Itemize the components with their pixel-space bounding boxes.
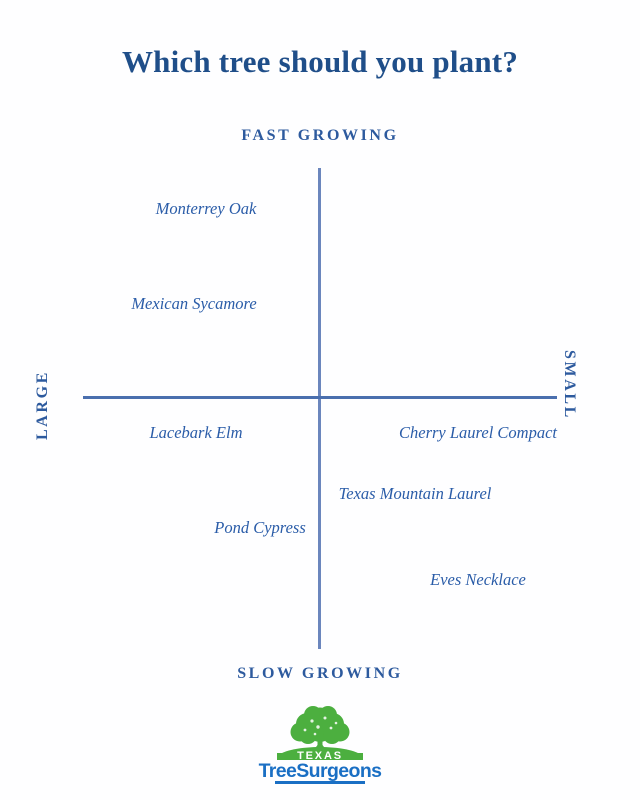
tree-item: Mexican Sycamore [131,294,257,313]
tree-canopy-icon [290,706,350,744]
tree-item: Lacebark Elm [149,423,243,442]
axis-label-large: LARGE [34,370,51,440]
page-title: Which tree should you plant? [121,44,519,79]
logo-graphic: TEXAS TreeSurgeons [259,706,383,784]
texas-tree-surgeons-logo: TEXAS TreeSurgeons [255,703,385,785]
tree-item: Cherry Laurel Compact [399,423,557,442]
tree-item: Pond Cypress [214,518,306,537]
tree-item: Monterrey Oak [155,199,257,218]
horizontal-axis-line [83,396,557,399]
vertical-axis-line [318,168,321,649]
tree-item: Eves Necklace [430,570,526,589]
tree-trunk-icon [313,731,327,751]
logo-wordmark: TreeSurgeons [259,760,383,782]
tree-canopy-gaps [303,716,338,736]
axis-label-small: SMALL [561,350,578,420]
axis-label-slow-growing: SLOW GROWING [237,665,403,682]
tree-item: Texas Mountain Laurel [338,484,492,503]
logo-mound-text: TEXAS [297,750,343,762]
axis-label-fast-growing: FAST GROWING [241,127,399,144]
logo-underline-bar [275,781,365,784]
